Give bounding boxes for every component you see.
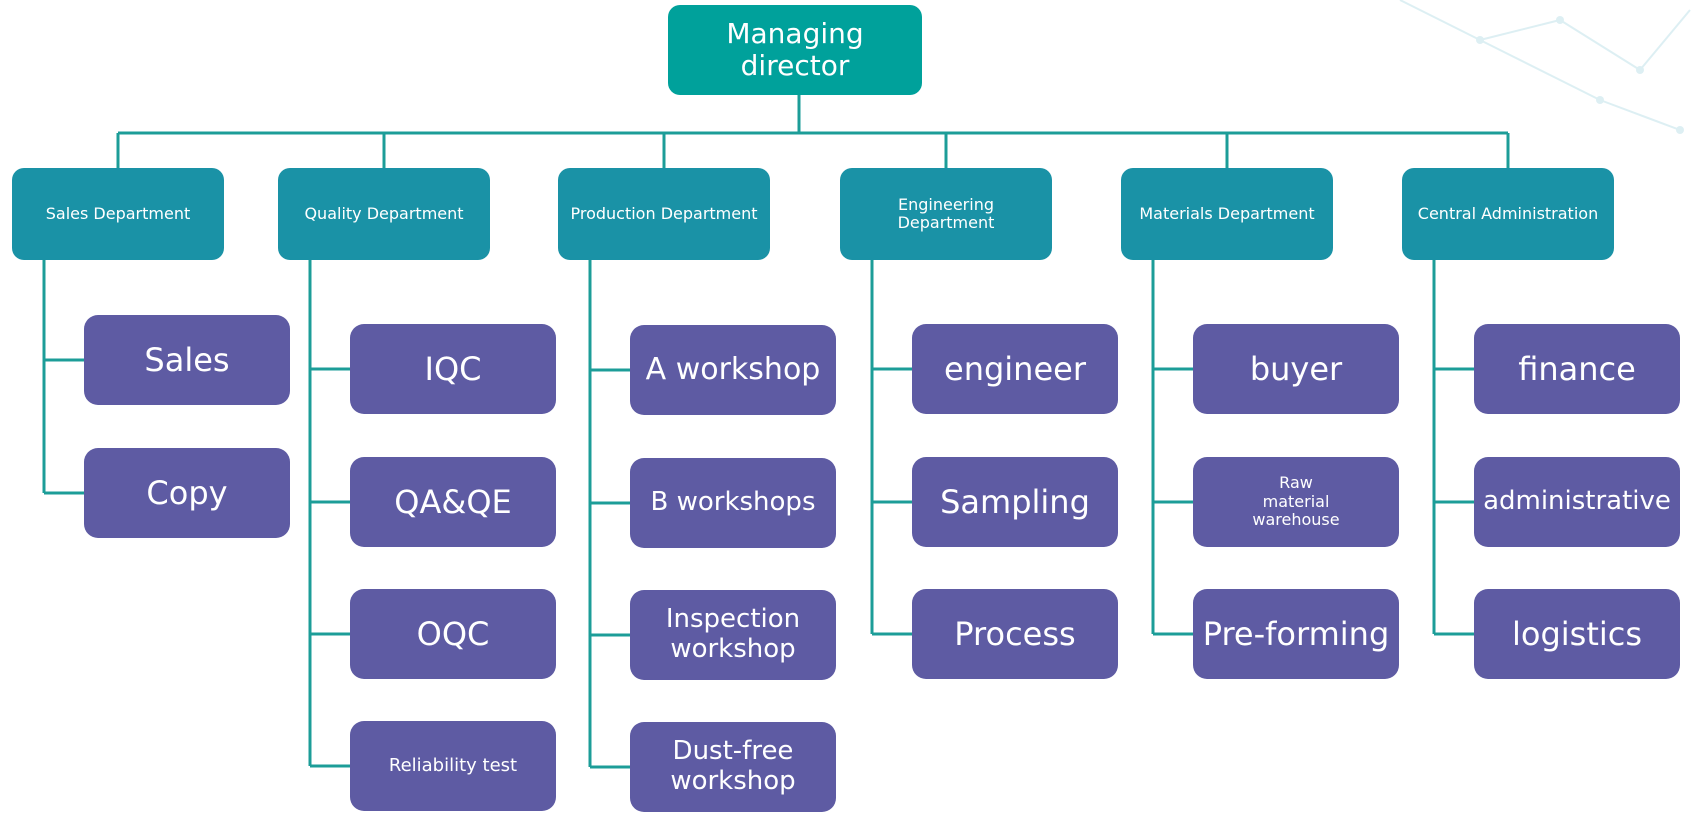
role-label: B workshops: [650, 487, 816, 518]
role-box[interactable]: QA&QE: [350, 457, 556, 547]
role-box[interactable]: buyer: [1193, 324, 1399, 414]
role-box[interactable]: finance: [1474, 324, 1680, 414]
role-box[interactable]: logistics: [1474, 589, 1680, 679]
department-box[interactable]: Production Department: [558, 168, 770, 260]
role-box[interactable]: engineer: [912, 324, 1118, 414]
role-label: Copy: [146, 473, 228, 512]
role-box[interactable]: administrative: [1474, 457, 1680, 547]
role-label: IQC: [424, 349, 482, 388]
role-box[interactable]: Raw material warehouse: [1193, 457, 1399, 547]
role-box[interactable]: Copy: [84, 448, 290, 538]
department-label: Sales Department: [45, 203, 191, 223]
role-label: logistics: [1511, 614, 1643, 653]
role-label: Inspection workshop: [665, 604, 801, 664]
department-box[interactable]: Central Administration: [1402, 168, 1614, 260]
role-box[interactable]: A workshop: [630, 325, 836, 415]
role-box[interactable]: Process: [912, 589, 1118, 679]
role-label: Reliability test: [388, 754, 518, 776]
role-box[interactable]: Sampling: [912, 457, 1118, 547]
role-label: Sampling: [940, 482, 1090, 521]
department-box[interactable]: Sales Department: [12, 168, 224, 260]
role-label: Sales: [144, 340, 230, 379]
role-label: administrative: [1483, 486, 1671, 517]
role-box[interactable]: IQC: [350, 324, 556, 414]
role-box[interactable]: OQC: [350, 589, 556, 679]
department-label: Central Administration: [1417, 203, 1599, 223]
role-label: finance: [1518, 349, 1636, 388]
role-label: Raw material warehouse: [1252, 473, 1340, 530]
decorative-network-graphic: [1399, 0, 1691, 134]
role-box[interactable]: Pre-forming: [1193, 589, 1399, 679]
role-label: QA&QE: [394, 482, 512, 521]
department-box[interactable]: Engineering Department: [840, 168, 1052, 260]
role-label: Dust-free workshop: [670, 736, 796, 796]
role-box[interactable]: Inspection workshop: [630, 590, 836, 680]
role-label: Pre-forming: [1202, 614, 1390, 653]
department-label: Quality Department: [304, 203, 464, 223]
role-label: Process: [954, 614, 1076, 653]
role-label: A workshop: [645, 351, 821, 387]
managing-director-label: Managing director: [726, 16, 864, 82]
role-label: engineer: [944, 349, 1086, 388]
department-label: Engineering Department: [897, 194, 995, 232]
role-box[interactable]: Dust-free workshop: [630, 722, 836, 812]
role-box[interactable]: Sales: [84, 315, 290, 405]
role-box[interactable]: Reliability test: [350, 721, 556, 811]
department-label: Materials Department: [1139, 203, 1315, 223]
role-box[interactable]: B workshops: [630, 458, 836, 548]
role-label: OQC: [416, 614, 490, 653]
department-box[interactable]: Materials Department: [1121, 168, 1333, 260]
department-box[interactable]: Quality Department: [278, 168, 490, 260]
role-label: buyer: [1249, 349, 1343, 388]
managing-director-box[interactable]: Managing director: [668, 5, 922, 95]
department-label: Production Department: [570, 203, 758, 223]
